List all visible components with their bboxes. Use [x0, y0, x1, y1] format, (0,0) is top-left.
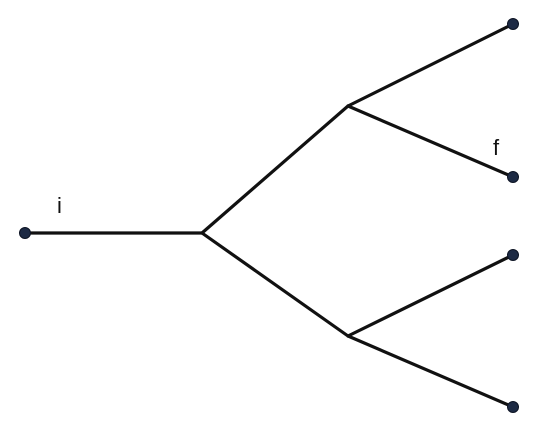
edge-branch-to-lower-split: [200, 231, 350, 338]
leaf-node-dot-3: [507, 249, 519, 261]
edge-upper-split-to-leaf-2: [346, 104, 515, 179]
start-label: i: [57, 193, 62, 218]
leaf-node-dot-4: [507, 401, 519, 413]
leaf-node-dot-1: [507, 18, 519, 30]
edge-branch-to-upper-split: [200, 104, 350, 235]
edge-lower-split-to-leaf-3: [346, 253, 515, 338]
edge-lower-split-to-leaf-4: [346, 334, 515, 409]
leaf-node-dot-2: [507, 171, 519, 183]
root-node-dot: [19, 227, 31, 239]
edge-upper-split-to-leaf-1: [346, 22, 515, 108]
end-label: f: [493, 135, 500, 160]
